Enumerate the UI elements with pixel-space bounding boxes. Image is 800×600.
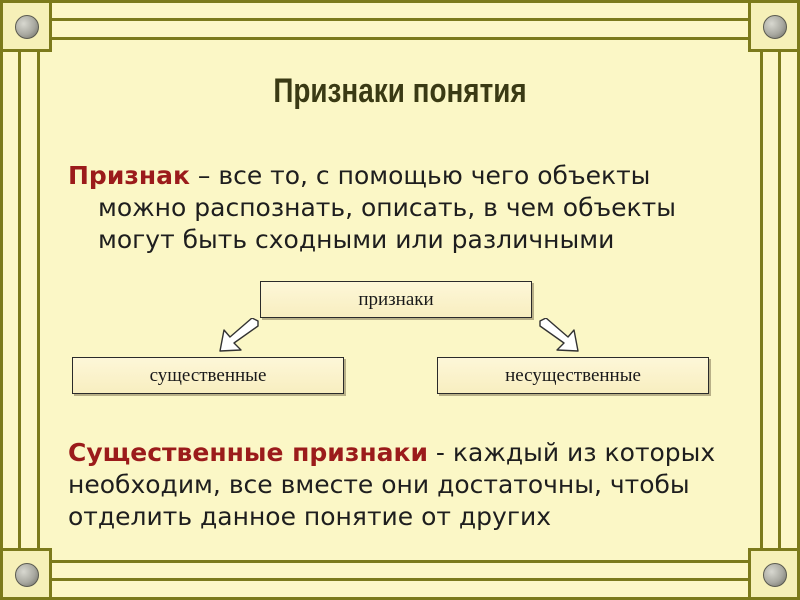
definition-term: Признак (68, 161, 190, 190)
frame-top-bar (40, 0, 760, 40)
arrow-down-right-icon (539, 318, 579, 352)
diagram-right-label: несущественные (505, 364, 641, 386)
frame-left-bar (0, 40, 40, 560)
diagram-right-box: несущественные (437, 357, 709, 394)
definition2-text-line2: необходим, все вместе они достаточны, чт… (68, 470, 690, 499)
frame-corner-bottom-right (748, 548, 800, 600)
definition-text-line3: могут быть сходными или различными (98, 225, 615, 254)
frame-corner-top-left (0, 0, 52, 52)
definition2-term: Существенные признаки (68, 438, 428, 467)
knob-icon (763, 15, 787, 39)
knob-icon (15, 563, 39, 587)
definition-text-line1: – все то, с помощью чего объекты (189, 161, 651, 190)
arrow-down-left-icon (219, 318, 259, 352)
definition-text-line2: можно распознать, описать, в чем объекты (98, 193, 676, 222)
diagram-left-label: существенные (149, 364, 267, 386)
frame-bottom-bar (40, 560, 760, 600)
knob-icon (15, 15, 39, 39)
diagram-left-box: существенные (72, 357, 344, 394)
frame-right-bar (760, 40, 800, 560)
definition-essential-features: Существенные признаки - каждый из которы… (68, 437, 748, 533)
slide-title: Признаки понятия (273, 72, 527, 110)
definition-feature: Признак – все то, с помощью чего объекты… (68, 160, 728, 256)
definition2-text-line3: отделить данное понятие от других (68, 502, 552, 531)
diagram-root-label: признаки (358, 288, 434, 310)
frame-corner-bottom-left (0, 548, 52, 600)
definition2-text-line1: - каждый из которых (427, 438, 716, 467)
frame-corner-top-right (748, 0, 800, 52)
diagram-root-box: признаки (260, 281, 532, 318)
knob-icon (763, 563, 787, 587)
